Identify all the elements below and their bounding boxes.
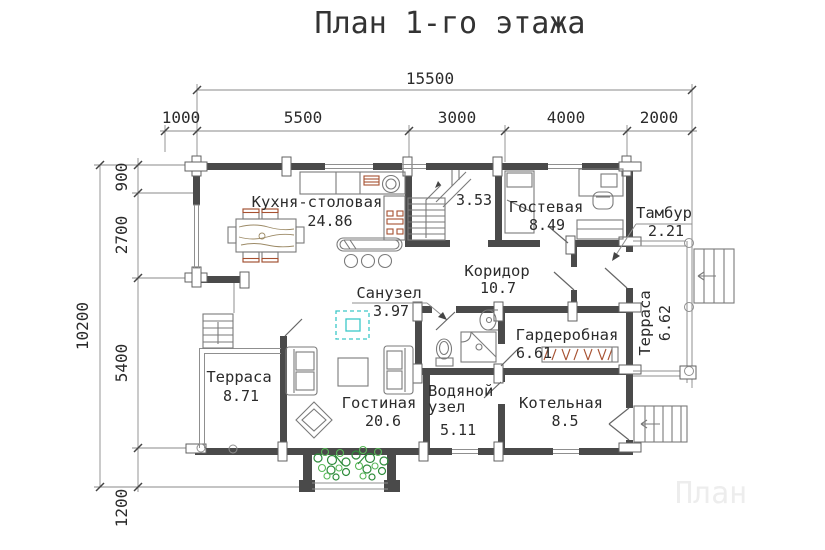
dim-total-height: 10200: [73, 302, 92, 350]
room-labels: Кухня-столовая 24.86 3.53 Гостевая 8.49 …: [206, 191, 692, 439]
label-water-unit-2: узел: [428, 398, 465, 416]
area-terrace-right: 6.62: [656, 305, 674, 341]
kitchen-furniture: [227, 171, 406, 269]
dim-top-2000: 2000: [640, 108, 679, 127]
exterior-stair-boiler: [633, 405, 688, 443]
chimney-marker: [335, 310, 370, 340]
label-kitchen: Кухня-столовая: [252, 193, 383, 211]
area-vestibule: 2.21: [648, 222, 684, 240]
dimension-labels: 15500 1000 5500 3000 4000 2000 10200 900…: [73, 69, 678, 527]
windows: [193, 164, 582, 490]
area-wardrobe: 6.61: [516, 344, 552, 362]
label-bathroom: Санузел: [356, 284, 421, 302]
watermark-text: План: [675, 476, 747, 511]
label-wardrobe: Гардеробная: [516, 326, 619, 344]
guest-room-furniture: [504, 168, 624, 240]
dim-top-4000: 4000: [547, 108, 586, 127]
dimension-ticks: [95, 85, 697, 492]
interior-staircase: [407, 170, 472, 241]
terrace-right-structure: [633, 238, 697, 383]
dim-top-3000: 3000: [438, 108, 477, 127]
area-corridor: 10.7: [480, 279, 516, 297]
dim-total-width: 15500: [406, 69, 454, 88]
dim-left-1200: 1200: [112, 489, 131, 528]
area-water-unit: 5.11: [440, 421, 476, 439]
page-title: План 1-го этажа: [315, 6, 586, 41]
living-room-furniture: [285, 345, 414, 439]
bathroom-fixtures: [435, 309, 498, 367]
door-leaves: [284, 225, 630, 441]
label-vestibule: Тамбур: [636, 204, 692, 222]
label-terrace-left: Терраса: [206, 368, 271, 386]
area-guest-room: 8.49: [529, 216, 565, 234]
area-boiler-room: 8.5: [551, 412, 578, 430]
terrace-left-structure: [196, 283, 281, 454]
area-terrace-left: 8.71: [223, 387, 259, 405]
dim-left-5400: 5400: [112, 344, 131, 383]
dim-top-5500: 5500: [284, 108, 323, 127]
label-corridor: Коридор: [464, 262, 529, 280]
exterior-stair-right: [693, 248, 735, 304]
area-kitchen: 24.86: [307, 212, 352, 230]
dim-top-1000: 1000: [162, 108, 201, 127]
label-living-room: Гостиная: [342, 394, 417, 412]
label-terrace-right: Терраса: [636, 290, 654, 355]
area-bathroom: 3.97: [373, 302, 409, 320]
porch-plants: [313, 445, 389, 481]
label-leaders: [352, 223, 692, 320]
wardrobe-rack: [541, 346, 619, 363]
label-water-unit-1: Водяной: [428, 382, 493, 400]
dim-left-900: 900: [112, 163, 131, 192]
dim-left-2700: 2700: [112, 216, 131, 255]
label-guest-room: Гостевая: [509, 198, 584, 216]
label-boiler-room: Котельная: [519, 394, 603, 412]
area-living-room: 20.6: [365, 412, 401, 430]
area-stair-hall: 3.53: [456, 191, 492, 209]
